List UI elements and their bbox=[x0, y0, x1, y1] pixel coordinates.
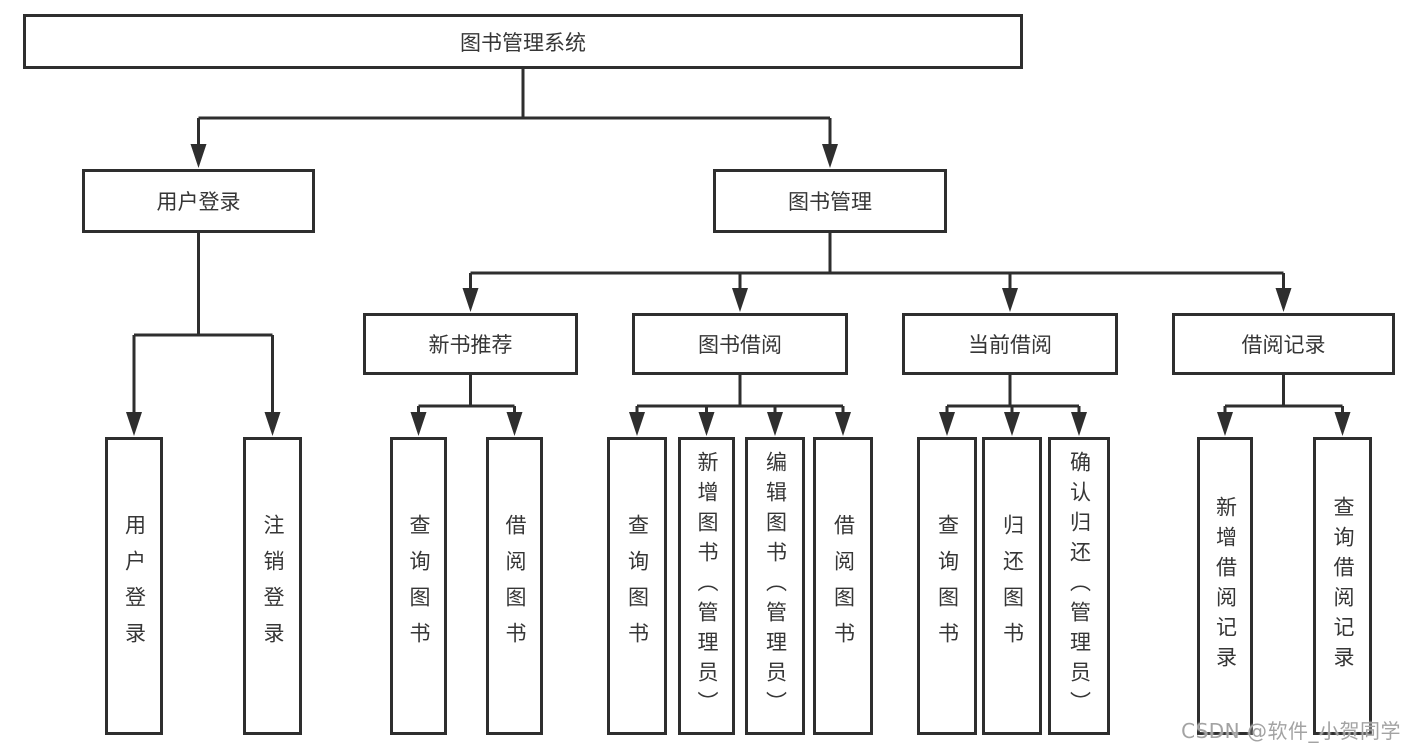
node-bb-add-books: 新增图书（管理员） bbox=[678, 437, 735, 735]
arrowhead-icon bbox=[1004, 412, 1020, 436]
arrowhead-icon bbox=[462, 288, 479, 312]
node-bb-query-books: 查询图书 bbox=[607, 437, 667, 735]
arrowhead-icon bbox=[264, 412, 281, 436]
node-label: 借阅图书 bbox=[831, 514, 856, 658]
arrowhead-icon bbox=[939, 412, 955, 436]
node-cb-confirm-return: 确认归还（管理员） bbox=[1048, 437, 1110, 735]
node-label: 查询图书 bbox=[407, 514, 431, 658]
arrowhead-icon bbox=[1275, 288, 1292, 312]
node-bb-borrow-books: 借阅图书 bbox=[813, 437, 873, 735]
node-label: 查询借阅记录 bbox=[1331, 496, 1355, 676]
arrowhead-icon bbox=[1071, 412, 1087, 436]
node-label: 归还图书 bbox=[1000, 514, 1025, 658]
node-new-book-rec: 新书推荐 bbox=[363, 313, 578, 375]
node-cb-return-books: 归还图书 bbox=[982, 437, 1042, 735]
node-br-query-record: 查询借阅记录 bbox=[1313, 437, 1372, 735]
watermark: CSDN @软件_小贺同学 bbox=[1181, 719, 1401, 743]
connector-line bbox=[945, 375, 1081, 416]
node-label: 新书推荐 bbox=[428, 333, 513, 357]
arrowhead-icon bbox=[822, 144, 838, 168]
arrowhead-icon bbox=[767, 412, 783, 436]
node-root: 图书管理系统 bbox=[23, 14, 1023, 69]
arrowhead-icon bbox=[629, 412, 645, 436]
arrowhead-icon bbox=[732, 288, 748, 312]
node-leaf-logout: 注销登录 bbox=[243, 437, 302, 735]
node-br-add-record: 新增借阅记录 bbox=[1197, 437, 1253, 735]
node-label: 新增借阅记录 bbox=[1213, 496, 1238, 676]
node-label: 图书管理系统 bbox=[460, 30, 586, 55]
node-user-login: 用户登录 bbox=[82, 169, 315, 233]
connector-line bbox=[635, 375, 845, 416]
arrowhead-icon bbox=[506, 412, 523, 436]
arrowhead-icon bbox=[190, 144, 207, 168]
arrowhead-icon bbox=[835, 412, 851, 436]
arrowhead-icon bbox=[1002, 288, 1018, 312]
node-nb-borrow-books: 借阅图书 bbox=[486, 437, 543, 735]
node-nb-query-books: 查询图书 bbox=[390, 437, 447, 735]
connector-line bbox=[197, 69, 832, 148]
node-label: 用户登录 bbox=[156, 190, 241, 214]
node-label: 图书管理 bbox=[788, 190, 872, 214]
node-label: 确认归还（管理员） bbox=[1067, 451, 1092, 721]
node-label: 用户登录 bbox=[122, 514, 147, 658]
node-leaf-user-login: 用户登录 bbox=[105, 437, 163, 735]
node-label: 注销登录 bbox=[261, 514, 285, 658]
arrowhead-icon bbox=[698, 412, 715, 436]
node-label: 查询图书 bbox=[625, 514, 650, 658]
arrowhead-icon bbox=[1334, 412, 1351, 436]
node-label: 图书借阅 bbox=[698, 333, 782, 357]
node-book-borrow: 图书借阅 bbox=[632, 313, 848, 375]
arrowhead-icon bbox=[1217, 412, 1233, 436]
node-borrow-records: 借阅记录 bbox=[1172, 313, 1395, 375]
connector-line bbox=[1223, 375, 1344, 416]
node-label: 编辑图书（管理员） bbox=[763, 451, 788, 721]
node-label: 新增图书（管理员） bbox=[695, 451, 719, 721]
connector-line bbox=[132, 233, 274, 416]
arrowhead-icon bbox=[410, 412, 427, 436]
arrowhead-icon bbox=[126, 412, 142, 436]
node-current-borrow: 当前借阅 bbox=[902, 313, 1118, 375]
node-label: 借阅图书 bbox=[503, 514, 527, 658]
node-label: 查询图书 bbox=[935, 514, 960, 658]
node-book-mgmt: 图书管理 bbox=[713, 169, 947, 233]
node-label: 当前借阅 bbox=[968, 333, 1052, 357]
node-bb-edit-books: 编辑图书（管理员） bbox=[745, 437, 805, 735]
connector-line bbox=[469, 233, 1285, 292]
connector-line bbox=[417, 375, 516, 416]
node-label: 借阅记录 bbox=[1241, 333, 1326, 357]
node-cb-query-books: 查询图书 bbox=[917, 437, 977, 735]
